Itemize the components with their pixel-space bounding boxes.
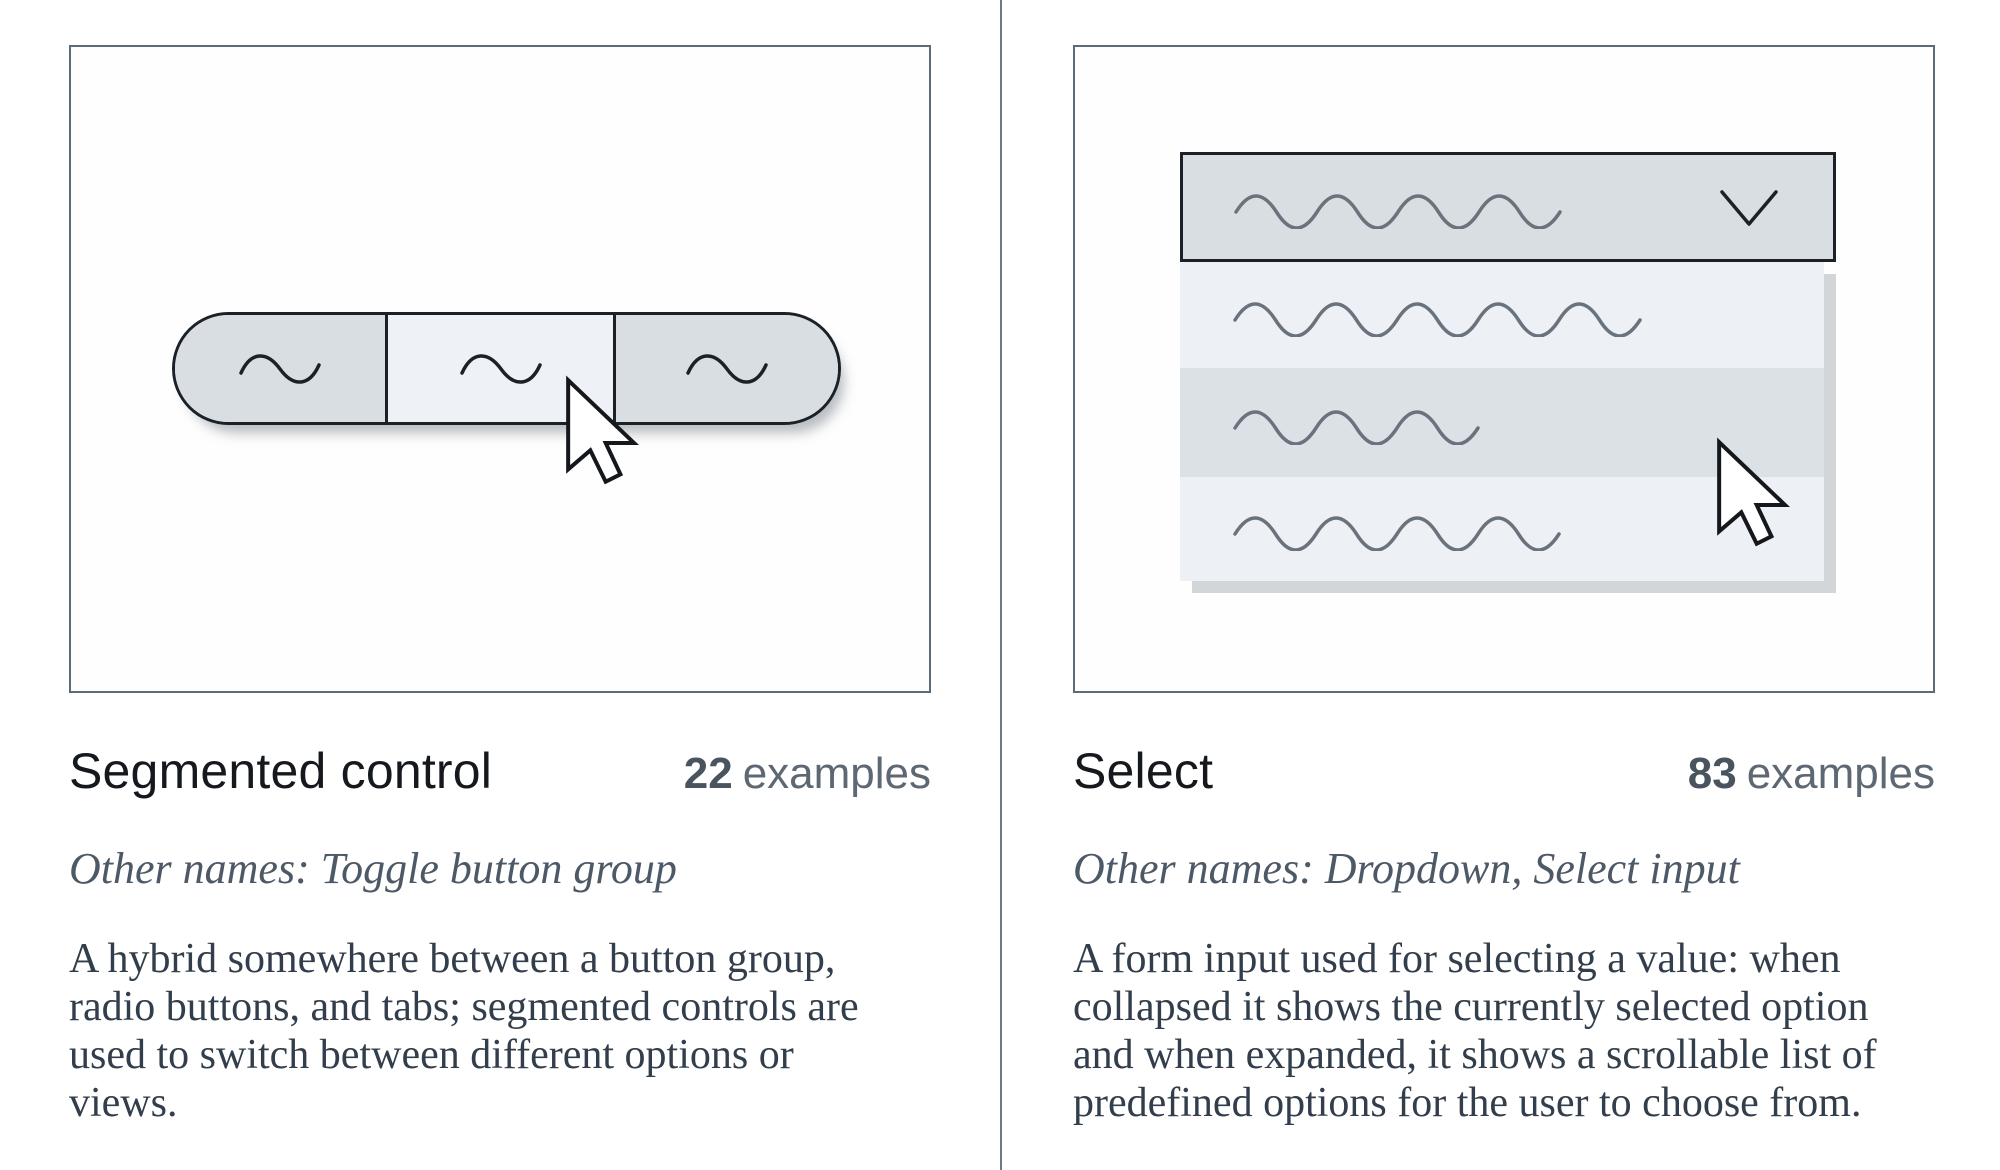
card-title: Segmented control [69, 743, 493, 799]
wave-icon [1233, 302, 1642, 337]
select-collapsed-box [1180, 152, 1836, 262]
select-dropdown-panel [1180, 262, 1824, 581]
segment-3 [616, 315, 838, 422]
examples-count: 22 [683, 749, 733, 798]
option-row [1180, 477, 1824, 581]
segmented-control-pill [172, 312, 841, 425]
segment-1 [175, 315, 388, 422]
card-description: A hybrid somewhere between a button grou… [69, 936, 859, 1126]
cursor-icon [566, 375, 639, 485]
tilde-icon [686, 353, 768, 384]
segmented-control-illustration [69, 45, 931, 693]
other-names: Other names: Toggle button group [69, 844, 677, 893]
examples-label: examples [742, 749, 931, 798]
card-title: Select [1073, 743, 1214, 799]
card-description: A form input used for selecting a value:… [1073, 936, 1877, 1126]
chevron-down-icon [1720, 190, 1778, 226]
examples-count: 83 [1687, 749, 1737, 798]
option-row-highlighted [1180, 368, 1824, 477]
other-names: Other names: Dropdown, Select input [1073, 844, 1740, 893]
option-row [1180, 262, 1824, 368]
wave-icon [1233, 516, 1561, 551]
tilde-icon [239, 353, 321, 384]
tilde-icon [459, 353, 542, 384]
select-illustration [1073, 45, 1935, 693]
examples-label: examples [1746, 749, 1935, 798]
cursor-icon [1717, 437, 1790, 547]
segment-2-selected [388, 315, 616, 422]
wave-icon [1234, 194, 1562, 229]
column-divider [1000, 0, 1002, 1170]
wave-icon [1233, 409, 1480, 445]
